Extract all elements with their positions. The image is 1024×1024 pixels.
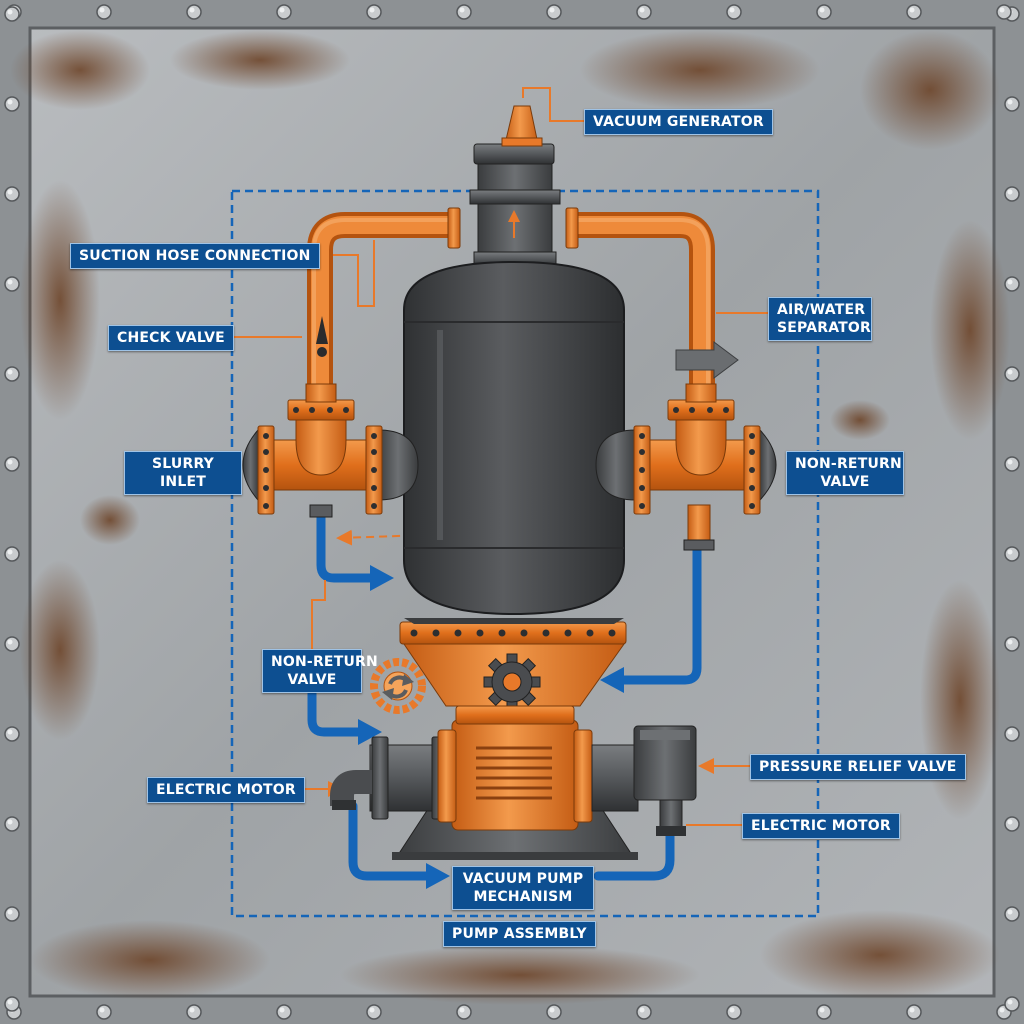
rivet-icon (456, 1004, 472, 1020)
rivet-icon (4, 816, 20, 832)
rivet-icon (4, 96, 20, 112)
rivet-icon (906, 1004, 922, 1020)
label-pump-assembly: PUMP ASSEMBLY (443, 921, 596, 947)
rotation-gear-icon (370, 658, 426, 714)
flow-arrow-icon (358, 719, 382, 745)
label-vacuum-pump-mechanism: VACUUM PUMP MECHANISM (452, 866, 594, 910)
rust-texture (10, 30, 1010, 1005)
rivet-icon (96, 1004, 112, 1020)
rivet-icon (4, 906, 20, 922)
rivet-icon (4, 996, 20, 1012)
rivet-icon (4, 546, 20, 562)
rivet-icon (636, 1004, 652, 1020)
rivet-icon (1004, 186, 1020, 202)
rivet-icon (96, 4, 112, 20)
check-valve-arrow-icon (316, 316, 328, 357)
rivet-icon (186, 4, 202, 20)
rivet-icon (4, 186, 20, 202)
label-air-water-separator: AIR/WATER SEPARATOR (768, 297, 872, 341)
rivet-icon (1004, 996, 1020, 1012)
rivet-icon (816, 1004, 832, 1020)
flow-arrow-icon (370, 565, 394, 591)
slurry-inlet-valve (242, 383, 419, 518)
label-electric-motor-left: ELECTRIC MOTOR (147, 777, 305, 803)
flow-arrow-icon (615, 543, 702, 685)
rivet-icon (4, 456, 20, 472)
rivet-icon (456, 4, 472, 20)
rivet-icon (186, 1004, 202, 1020)
flow-arrow-icon (426, 863, 450, 889)
rivet-icon (1004, 546, 1020, 562)
rivet-icon (1004, 456, 1020, 472)
label-air-water-separator-line1: AIR/WATER (777, 302, 866, 318)
rivet-icon (1004, 636, 1020, 652)
label-slurry-inlet-line1: SLURRY (151, 456, 214, 472)
rivet-icon (546, 4, 562, 20)
rivet-icon (366, 4, 382, 20)
rivet-icon (726, 1004, 742, 1020)
label-vacuum-pump-mechanism-line2: MECHANISM (473, 889, 573, 905)
label-pressure-relief-valve: PRESSURE RELIEF VALVE (750, 754, 966, 780)
rivet-icon (1004, 726, 1020, 742)
gear-icon (483, 653, 541, 711)
vacuum-pump-mechanism (330, 705, 697, 860)
flow-arrow-icon (600, 667, 624, 693)
rivet-icon-group (4, 4, 1020, 1020)
rivet-icon (4, 726, 20, 742)
leader-non-return-left (311, 580, 326, 650)
label-air-water-separator-line2: SEPARATOR (777, 320, 872, 336)
rivet-icon (996, 4, 1012, 20)
rivet-icon (906, 4, 922, 20)
leader-suction-hose (288, 240, 375, 307)
label-non-return-valve-right-line2: VALVE (820, 474, 870, 490)
label-non-return-valve-left-line1: NON-RETURN (271, 654, 378, 670)
flow-arrow-icon (348, 801, 433, 881)
rivet-icon (726, 4, 742, 20)
label-vacuum-pump-mechanism-line1: VACUUM PUMP (462, 871, 584, 887)
vacuum-generator (469, 105, 561, 273)
flow-line (593, 830, 675, 881)
label-check-valve: CHECK VALVE (108, 325, 234, 351)
rivet-icon (1004, 366, 1020, 382)
rivet-icon (4, 276, 20, 292)
rivet-icon (546, 1004, 562, 1020)
leader-vacuum-generator (522, 87, 585, 122)
label-slurry-inlet: SLURRY INLET (124, 451, 242, 495)
label-non-return-valve-right: NON-RETURN VALVE (786, 451, 904, 495)
separator-vessel (403, 260, 625, 616)
rivet-icon (816, 4, 832, 20)
valve-bolts (263, 407, 755, 509)
label-electric-motor-right: ELECTRIC MOTOR (742, 813, 900, 839)
rivet-icon (366, 1004, 382, 1020)
rivet-icon (1004, 96, 1020, 112)
rivet-icon (276, 1004, 292, 1020)
label-non-return-valve-right-line1: NON-RETURN (795, 456, 902, 472)
rivet-icon (4, 636, 20, 652)
rivet-icon (276, 4, 292, 20)
label-suction-hose-connection: SUCTION HOSE CONNECTION (70, 243, 320, 269)
label-non-return-valve-left-line2: VALVE (287, 672, 337, 688)
rivet-icon (636, 4, 652, 20)
label-slurry-inlet-line2: INLET (160, 474, 206, 490)
rivet-icon (1004, 906, 1020, 922)
flow-arrowheads (358, 565, 624, 889)
rivet-icon (4, 6, 20, 22)
rivet-icon (4, 366, 20, 382)
rivet-icon (1004, 276, 1020, 292)
flow-arrow-icon (675, 341, 739, 379)
label-vacuum-generator: VACUUM GENERATOR (584, 109, 773, 135)
flow-lines (307, 510, 702, 881)
flow-arrow-icon (316, 510, 377, 583)
flow-arrow-icon (307, 655, 365, 737)
label-non-return-valve-left: NON-RETURN VALVE (262, 649, 378, 693)
rivet-icon (1004, 816, 1020, 832)
